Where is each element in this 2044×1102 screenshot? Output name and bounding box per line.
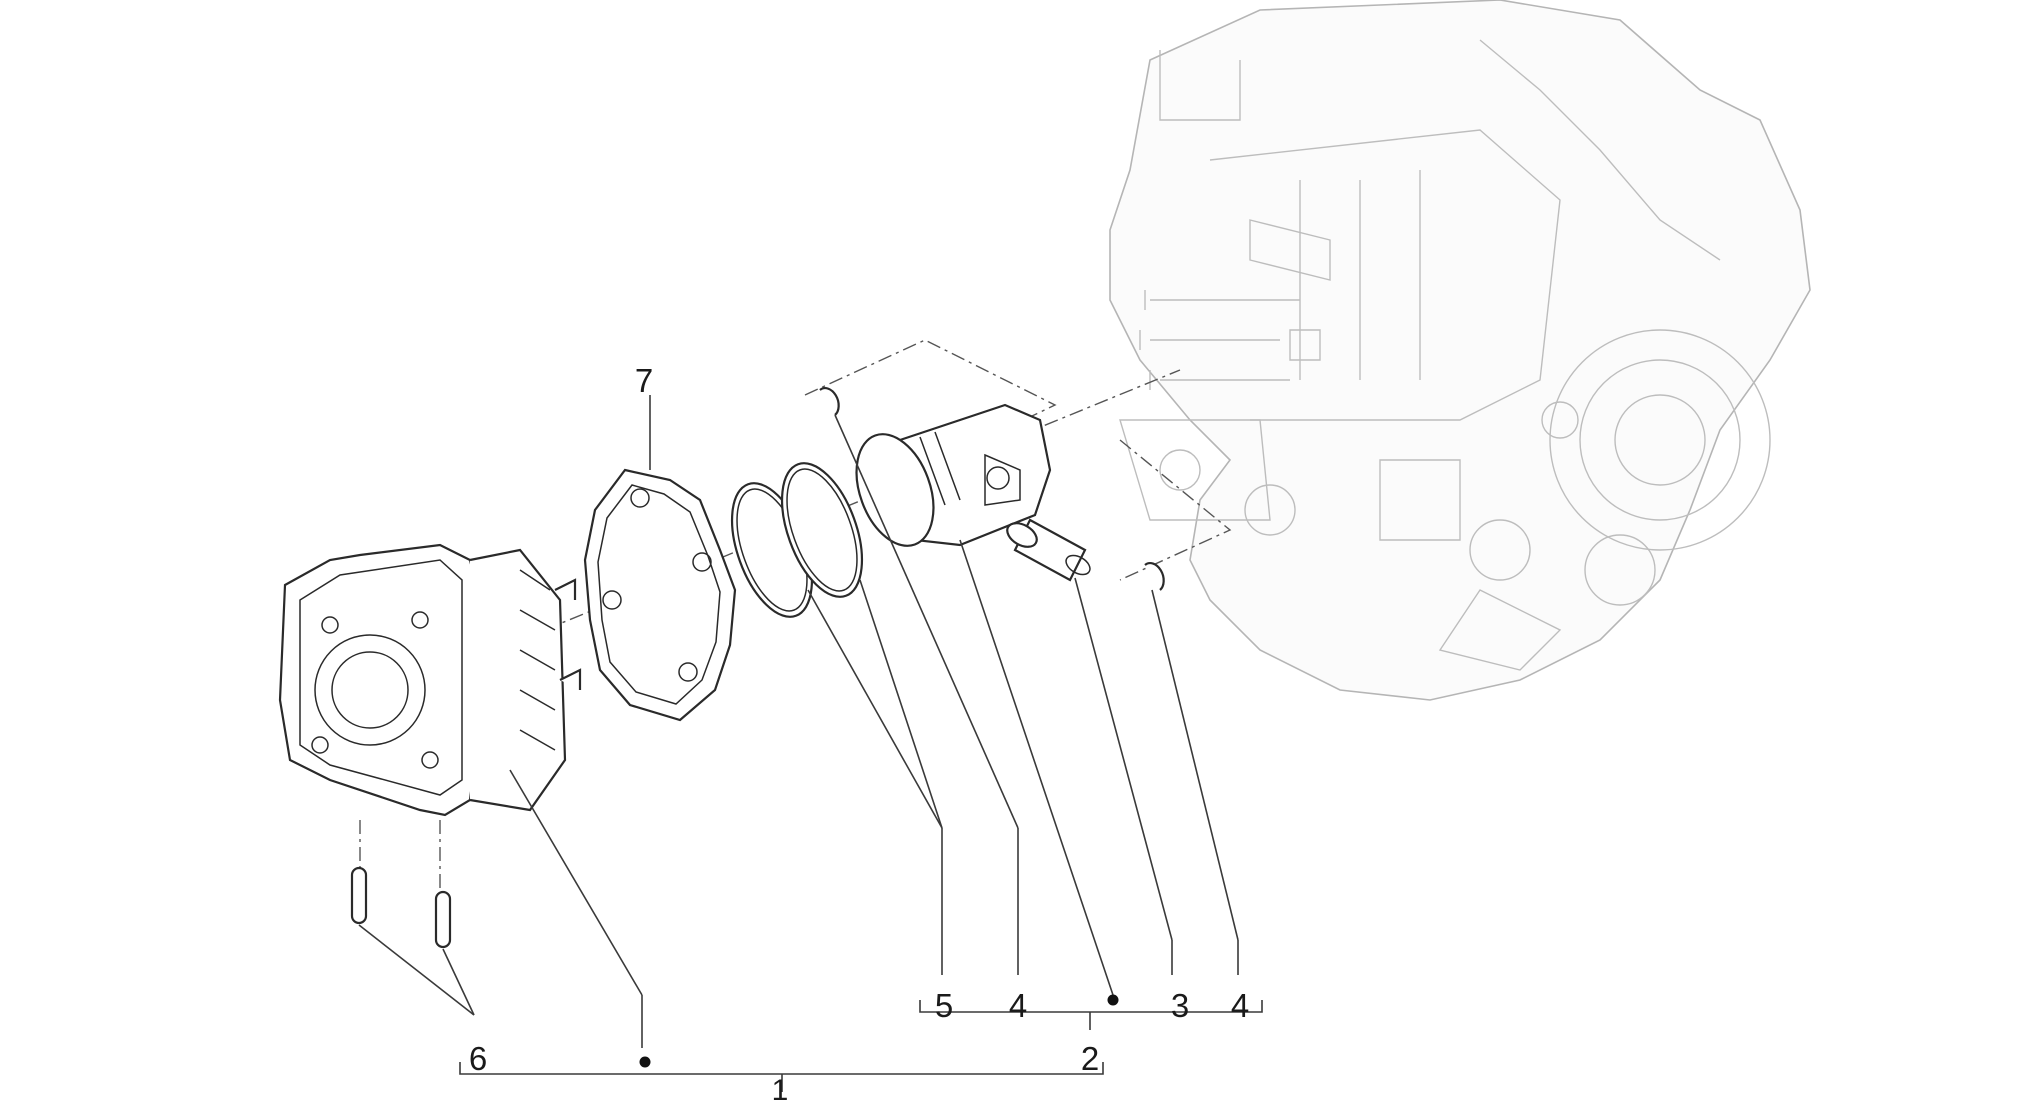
cylinder-part (278, 543, 582, 817)
bullet-marker-piston (1107, 994, 1119, 1006)
engine-crankcase (1109, 0, 1811, 701)
bullet-marker-cylinder (639, 1056, 651, 1068)
grouping-brackets (459, 1000, 1263, 1092)
part-label-3: 3 (1171, 987, 1189, 1024)
part-label-1: 1 (772, 1074, 789, 1102)
part-label-5: 5 (935, 987, 953, 1024)
part-label-4-left: 4 (1009, 987, 1027, 1024)
part-label-4-right: 4 (1231, 987, 1249, 1024)
leader-lines (358, 395, 1239, 1048)
circlips-part (819, 387, 1165, 591)
piston-pin-part (1006, 518, 1091, 582)
part-label-7: 7 (635, 362, 653, 399)
piston-rings-part (730, 462, 864, 618)
part-label-6: 6 (469, 1040, 487, 1077)
dowel-pins-part (350, 866, 452, 949)
cylinder-base-gasket-part (583, 468, 737, 722)
piston-part (855, 403, 1052, 547)
part-label-2: 2 (1081, 1040, 1099, 1077)
